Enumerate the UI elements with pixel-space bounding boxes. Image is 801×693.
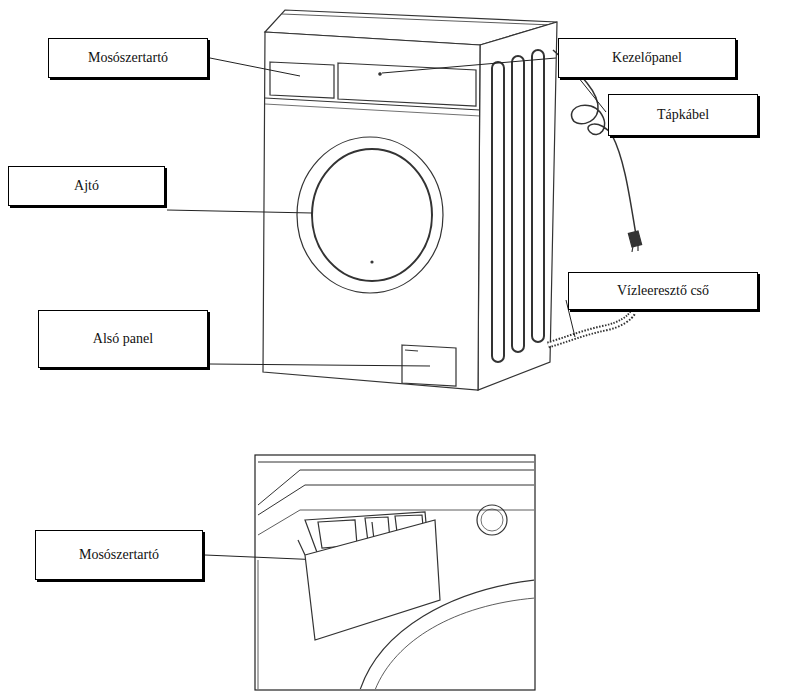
side-rib bbox=[512, 56, 524, 352]
panel-dot bbox=[379, 73, 381, 75]
part-label: Mosószertartó bbox=[88, 50, 168, 67]
door-outer bbox=[297, 137, 443, 293]
callout-box: Ajtó bbox=[8, 166, 165, 206]
top-edge bbox=[282, 14, 552, 25]
part-label: Mosószertartó bbox=[79, 547, 159, 564]
door-inner bbox=[312, 149, 432, 281]
side-ribs bbox=[492, 50, 544, 362]
control-panel bbox=[338, 63, 476, 106]
power-plug bbox=[628, 231, 641, 247]
panel-band-line bbox=[265, 104, 480, 116]
callout-box: Tápkábel bbox=[608, 94, 758, 136]
bottom-panel-mark bbox=[405, 350, 418, 351]
callout-box: Mosószertartó bbox=[48, 38, 208, 78]
leader-lines bbox=[167, 58, 606, 560]
plug-pin bbox=[632, 246, 633, 252]
callout-box: Alsó panel bbox=[38, 310, 208, 368]
inset-drawing bbox=[258, 462, 534, 689]
callout-box: Kezelőpanel bbox=[558, 38, 736, 78]
callout-box: Mosószertartó bbox=[35, 530, 203, 580]
drain-hose-core bbox=[548, 312, 633, 345]
part-label: Kezelőpanel bbox=[612, 50, 682, 67]
callout-box: Vízleeresztő cső bbox=[568, 272, 758, 310]
part-label: Vízleeresztő cső bbox=[617, 283, 709, 300]
machine-front bbox=[263, 32, 480, 390]
part-label: Tápkábel bbox=[657, 107, 709, 124]
detergent-drawer bbox=[270, 62, 334, 98]
side-rib bbox=[492, 62, 504, 362]
plug-pin bbox=[637, 245, 638, 251]
part-label: Ajtó bbox=[74, 178, 99, 195]
drain-hose bbox=[548, 312, 633, 345]
door-dot bbox=[371, 261, 373, 263]
side-rib bbox=[532, 50, 544, 342]
part-label: Alsó panel bbox=[93, 331, 153, 348]
inset-frame bbox=[255, 455, 535, 690]
machine-side bbox=[478, 22, 557, 390]
